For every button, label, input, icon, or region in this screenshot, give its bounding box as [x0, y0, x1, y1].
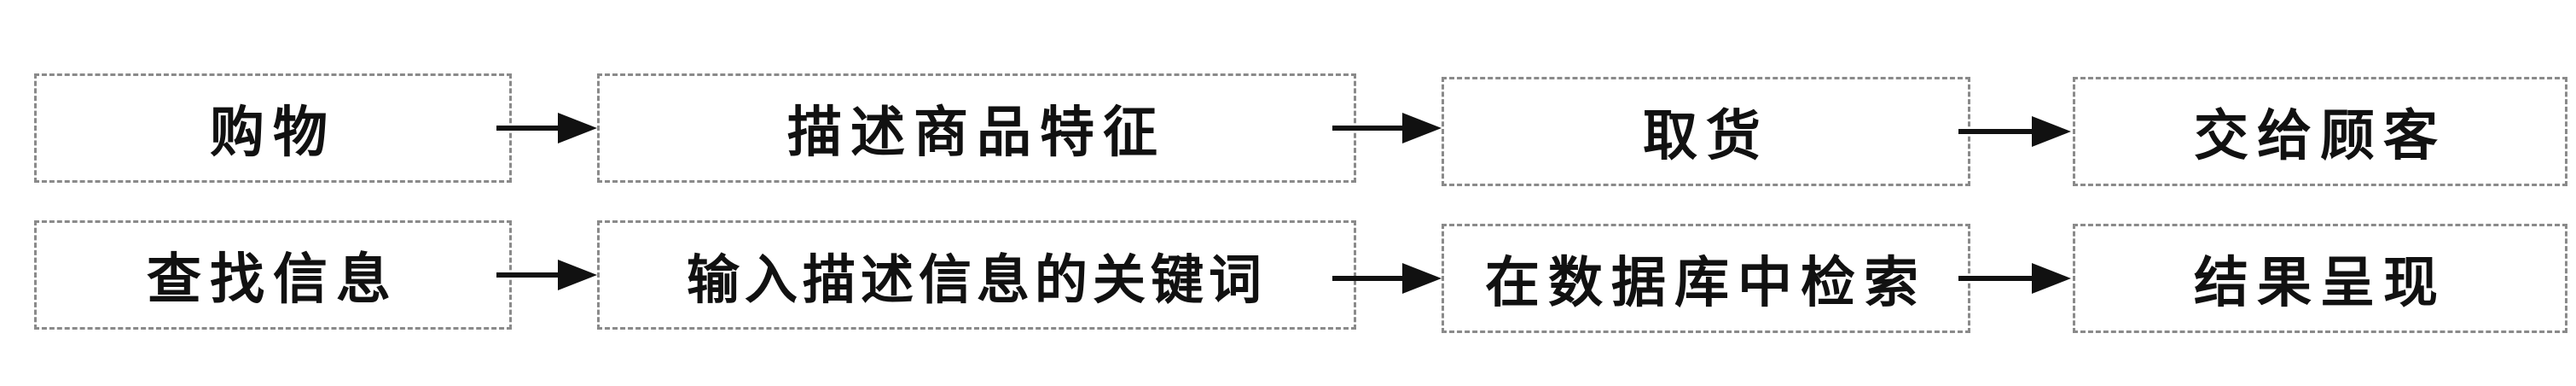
step-label: 取货: [1643, 104, 1769, 168]
step-label: 输入描述信息的关键词: [686, 249, 1267, 311]
step-box-search-info: 查找信息: [34, 220, 512, 330]
step-box-pick-goods: 取货: [1442, 77, 1970, 186]
step-label: 查找信息: [147, 248, 399, 312]
step-box-deliver-customer: 交给顾客: [2073, 77, 2567, 186]
step-label: 在数据库中检索: [1485, 251, 1927, 315]
step-label: 交给顾客: [2194, 104, 2446, 168]
step-label: 描述商品特征: [787, 101, 1166, 165]
step-box-input-keywords: 输入描述信息的关键词: [597, 220, 1356, 330]
right-arrow-icon: [1332, 108, 1443, 149]
step-box-shopping: 购物: [34, 73, 512, 183]
right-arrow-icon: [1332, 258, 1443, 299]
step-box-describe-features: 描述商品特征: [597, 73, 1356, 183]
right-arrow-icon: [1958, 258, 2073, 299]
right-arrow-icon: [496, 254, 599, 295]
step-label: 购物: [210, 101, 336, 165]
step-box-result-display: 结果呈现: [2073, 224, 2567, 333]
step-box-database-search: 在数据库中检索: [1442, 224, 1970, 333]
right-arrow-icon: [496, 108, 599, 149]
step-label: 结果呈现: [2194, 251, 2446, 315]
right-arrow-icon: [1958, 111, 2073, 152]
